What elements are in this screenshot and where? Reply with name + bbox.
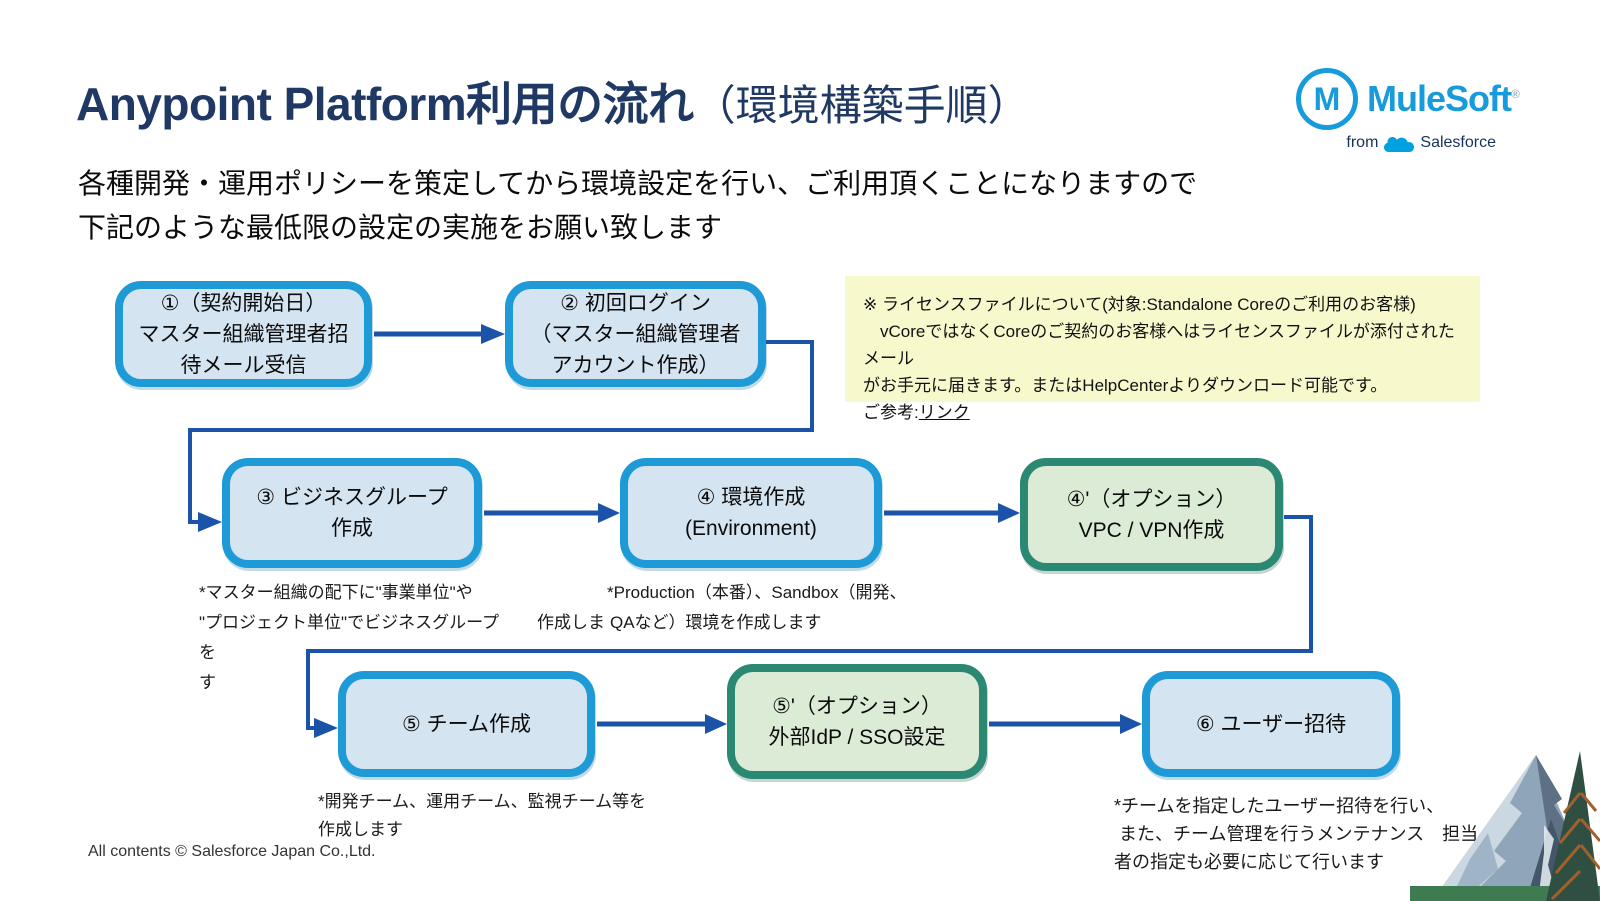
pine-trunk bbox=[1577, 791, 1584, 901]
flow-box-step4-option: ④'（オプション） VPC / VPN作成 bbox=[1020, 458, 1283, 571]
copyright: All contents © Salesforce Japan Co.,Ltd. bbox=[88, 843, 376, 860]
mulesoft-logo: M MuleSoft® from Salesforce bbox=[1296, 68, 1520, 153]
mountain-cliff bbox=[1526, 819, 1580, 901]
page-subtitle: 各種開発・運用ポリシーを策定してから環境設定を行い、ご利用頂くことになりますので… bbox=[78, 168, 1198, 243]
salesforce-tagline: from Salesforce bbox=[1296, 133, 1496, 153]
annotation-business-group-fragment: 作成しま bbox=[537, 613, 605, 632]
mulesoft-m-icon: M bbox=[1296, 68, 1358, 130]
pine-tree bbox=[1546, 751, 1600, 901]
waterfall bbox=[1538, 825, 1558, 901]
annotation-business-group: *マスター組織の配下に"事業単位"や "プロジェクト単位"でビジネスグループを … bbox=[199, 583, 500, 692]
grass-strip bbox=[1410, 886, 1600, 901]
arrowhead-step4opt bbox=[998, 503, 1020, 523]
reference-link[interactable]: リンク bbox=[918, 403, 970, 422]
flow-box-step5-option: ⑤'（オプション） 外部IdP / SSO設定 bbox=[727, 664, 987, 779]
flow-box-step5: ⑤ チーム作成 bbox=[338, 671, 595, 777]
license-note: ※ ライセンスファイルについて(対象:Standalone Coreのご利用のお… bbox=[845, 276, 1480, 422]
annotation-environment-line2: QAなど）環境を作成します bbox=[610, 613, 822, 632]
flow-box-step1: ①（契約開始日） マスター組織管理者招 待メール受信 bbox=[115, 281, 372, 387]
page-title: Anypoint Platform利用の流れ（環境構築手順） bbox=[76, 68, 1030, 134]
arrowhead-step5opt bbox=[705, 714, 727, 734]
reference-prefix: ご参考: bbox=[863, 403, 919, 422]
license-note-body: ※ ライセンスファイルについて(対象:Standalone Coreのご利用のお… bbox=[863, 295, 1455, 395]
mulesoft-wordmark: MuleSoft® bbox=[1367, 78, 1520, 119]
arrowhead-step5 bbox=[314, 718, 338, 738]
flow-box-step6: ⑥ ユーザー招待 bbox=[1142, 671, 1400, 777]
arrowhead-step6 bbox=[1120, 714, 1142, 734]
tagline-salesforce: Salesforce bbox=[1420, 134, 1496, 151]
annotation-user-invite: *チームを指定したユーザー招待を行い、 また、チーム管理を行うメンテナンス 担当… bbox=[1114, 796, 1479, 872]
flow-box-step2: ② 初回ログイン （マスター組織管理者 アカウント作成） bbox=[505, 281, 766, 387]
arrowhead-step2 bbox=[481, 324, 505, 344]
registered-mark: ® bbox=[1510, 87, 1520, 101]
salesforce-cloud-icon bbox=[1384, 137, 1415, 152]
tagline-from: from bbox=[1346, 134, 1379, 151]
flow-box-step4: ④ 環境作成 (Environment) bbox=[620, 458, 882, 568]
mountain-shade bbox=[1536, 755, 1600, 901]
pine-branches bbox=[1550, 792, 1600, 901]
arrowhead-step3 bbox=[198, 512, 222, 532]
page-title-paren: （環境構築手順） bbox=[693, 82, 1030, 129]
flow-box-step3: ③ ビジネスグループ 作成 bbox=[222, 458, 482, 568]
license-note-reference: ご参考:リンク bbox=[863, 399, 1462, 426]
page-title-main: Anypoint Platform利用の流れ bbox=[76, 78, 694, 130]
arrowhead-step4 bbox=[598, 503, 620, 523]
annotation-team: *開発チーム、運用チーム、監視チーム等を 作成します bbox=[318, 792, 647, 839]
annotation-environment-line1: *Production（本番）、Sandbox（開発、 bbox=[607, 583, 907, 602]
